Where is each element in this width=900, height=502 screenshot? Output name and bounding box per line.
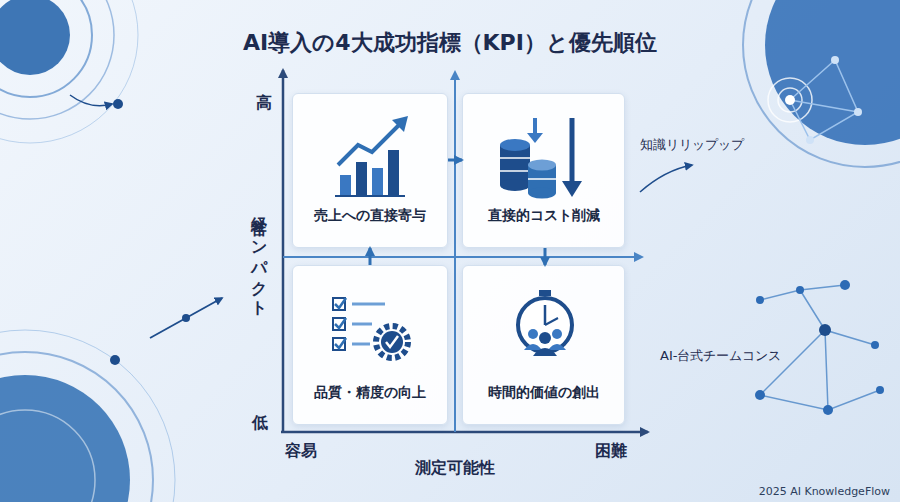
kpi-quadrant-box: 時間的価値の創出 (462, 265, 625, 425)
kpi-quadrant-box: 直接的コスト削減 (462, 93, 625, 248)
corner-decoration (113, 99, 123, 109)
corner-decoration (0, 375, 130, 502)
network-decoration (871, 341, 879, 349)
flow-arrow (369, 248, 372, 265)
axis-line (282, 70, 285, 432)
flow-arrow (544, 248, 547, 265)
corner-decoration (806, 136, 814, 144)
network-decoration (756, 296, 764, 304)
side-note: AI-台式チームコンス (660, 347, 781, 365)
network-decoration (755, 390, 765, 400)
corner-decoration (182, 314, 190, 322)
corner-decoration (765, 0, 900, 145)
side-note: 知識リリップップ (640, 136, 744, 154)
network-decoration (640, 165, 884, 415)
network-decoration (796, 286, 804, 294)
diagram-title: AI導入の4大成功指標（KPI）と優先順位 (0, 28, 900, 58)
corner-decoration (0, 410, 95, 502)
corner-decoration (768, 78, 812, 122)
corner-decoration (150, 298, 222, 338)
corner-decoration (0, 0, 92, 97)
network-decoration (823, 405, 833, 415)
corner-decoration (0, 330, 175, 502)
kpi-label: 売上への直接寄与 (314, 207, 426, 225)
axis-hard-label: 困難 (595, 441, 627, 462)
corner-decoration (0, 0, 114, 119)
corner-decoration (70, 95, 112, 106)
corner-decoration (0, 0, 70, 75)
quadrant-divider (283, 72, 642, 432)
watermark: 2025 AI KnowledgeFlow (759, 485, 890, 498)
network-decoration (840, 280, 850, 290)
kpi-label: 品質・精度の向上 (314, 384, 426, 402)
axis-high-label: 高 (256, 93, 272, 114)
kpi-label: 時間的価値の創出 (488, 384, 600, 402)
corner-decoration (0, 298, 222, 502)
corner-decoration (790, 60, 858, 140)
axis-line (281, 431, 648, 434)
quadrant-divider (454, 72, 456, 432)
kpi-quadrant-box: 売上への直接寄与 (292, 93, 448, 248)
axis-title: 経営インパクト (248, 205, 269, 309)
corner-decoration (0, 0, 138, 143)
network-decoration (876, 386, 884, 394)
corner-decoration (854, 108, 862, 116)
network-decoration (760, 285, 880, 410)
network-decoration (819, 324, 831, 336)
axis-low-label: 低 (252, 413, 268, 434)
flow-arrow (448, 159, 462, 162)
quadrant-divider (283, 256, 642, 258)
corner-decoration (831, 56, 839, 64)
corner-decoration (743, 0, 900, 167)
axis-title: 測定可能性 (415, 458, 495, 479)
corner-decoration (785, 95, 795, 105)
kpi-label: 直接的コスト削減 (488, 207, 600, 225)
kpi-quadrant-box: 品質・精度の向上 (292, 265, 448, 425)
corner-decoration (110, 355, 120, 365)
network-decoration (640, 165, 692, 192)
corner-decoration (0, 352, 153, 502)
axis-easy-label: 容易 (285, 441, 317, 462)
corner-decoration (0, 0, 138, 143)
corner-decoration (743, 0, 900, 167)
axis-line (281, 70, 648, 432)
